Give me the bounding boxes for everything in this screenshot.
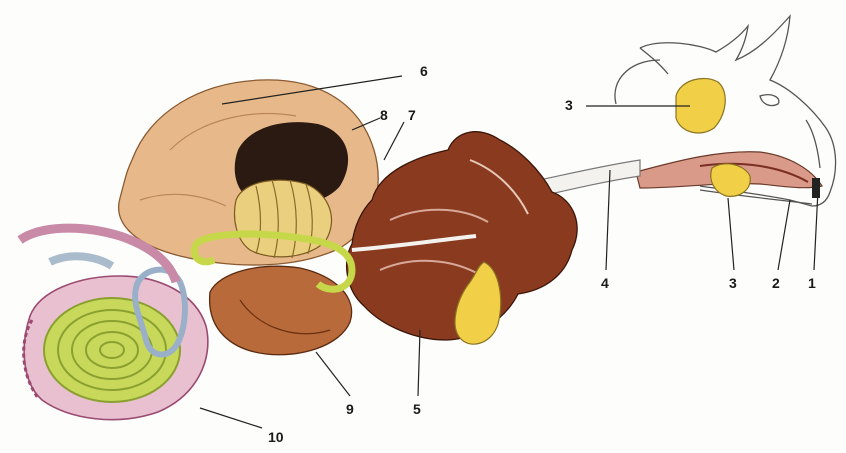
label-abomasum: 5 — [413, 401, 421, 417]
label-reticulum: 7 — [408, 107, 416, 123]
mouth-opening — [812, 178, 820, 198]
salivary-gland-lower — [711, 164, 750, 196]
label-salivary-upper: 3 — [565, 97, 573, 113]
label-large-intestine: 10 — [268, 429, 284, 445]
label-mouth: 1 — [808, 275, 816, 291]
label-rumen: 6 — [420, 63, 428, 79]
spiral-colon — [44, 298, 180, 402]
label-omasum: 8 — [380, 107, 388, 123]
label-esophagus-front: 2 — [772, 275, 780, 291]
label-small-intestine: 9 — [346, 401, 354, 417]
label-esophagus: 4 — [601, 275, 609, 291]
label-salivary-lower: 3 — [729, 275, 737, 291]
rectum-tube-inner — [50, 256, 112, 266]
small-intestine — [210, 266, 352, 354]
omasum — [235, 180, 332, 258]
